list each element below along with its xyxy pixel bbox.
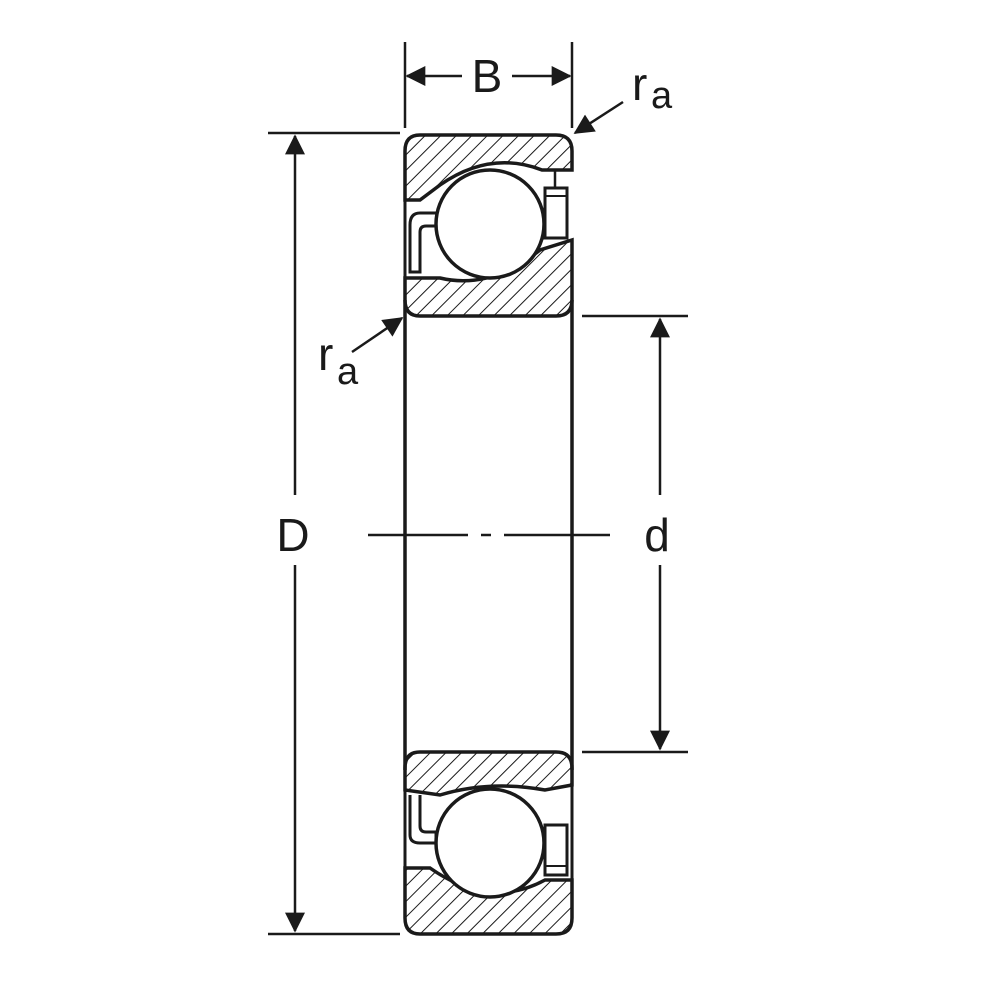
top-section <box>403 133 574 318</box>
seal-right-bottom <box>543 823 569 877</box>
label-ra-inner: r a <box>318 328 359 393</box>
inner-ring-bottom <box>403 750 574 797</box>
cage-left-top <box>408 211 436 274</box>
label-D: D <box>276 509 309 561</box>
outer-ring-top <box>403 133 574 202</box>
cage-left-bottom <box>408 795 438 845</box>
svg-text:a: a <box>651 75 673 117</box>
leader-ra-inner <box>351 316 404 354</box>
svg-text:r: r <box>318 328 333 380</box>
ball-top <box>434 168 546 280</box>
svg-text:a: a <box>337 351 359 393</box>
svg-text:r: r <box>632 58 647 110</box>
ball-bottom <box>434 787 546 899</box>
label-ra-top: r a <box>632 58 673 117</box>
label-d: d <box>644 509 670 561</box>
bottom-section <box>403 750 574 936</box>
label-B: B <box>472 50 503 102</box>
leader-ra-top <box>573 100 624 135</box>
